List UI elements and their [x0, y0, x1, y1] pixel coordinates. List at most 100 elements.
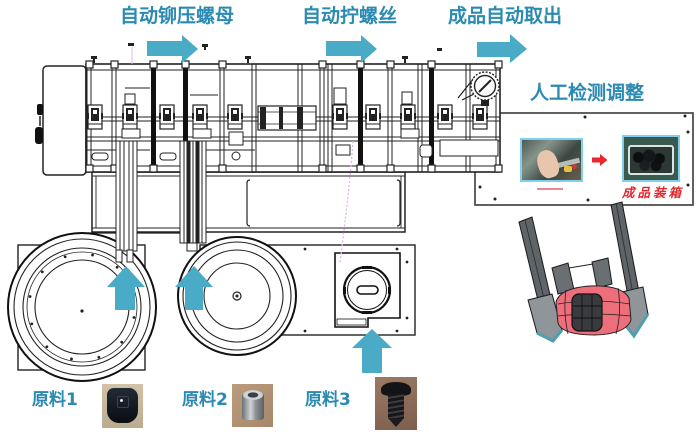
panel-bolt: [586, 198, 590, 202]
frame-node: [218, 60, 227, 69]
material-label-3: 原料3: [305, 390, 351, 410]
material-photo-clip: [102, 384, 143, 428]
frame-node: [494, 164, 503, 173]
screw-tip: [388, 418, 404, 427]
process-station: [332, 104, 348, 130]
feeder-tube-1: [115, 140, 138, 263]
photo-hand: [534, 147, 562, 180]
plate-bolt: [395, 329, 399, 333]
screw-thread: [388, 394, 404, 418]
plate-bolt: [405, 260, 409, 264]
frame-node: [149, 164, 158, 173]
arrow-up-icon: [107, 266, 145, 310]
bowl-track-bolt: [115, 265, 119, 269]
vibratory-bowl-feeder-2: [177, 236, 297, 356]
material-label-2: 原料2: [182, 390, 228, 410]
left-cover: [42, 65, 87, 176]
frame-node: [356, 60, 365, 69]
nut-body: [242, 393, 264, 420]
material-photo-screw: [375, 377, 417, 430]
gripper-with-product: [518, 201, 650, 343]
step-label-screw-driving: 自动拧螺丝: [302, 5, 398, 27]
photo-detail: [564, 166, 572, 172]
process-station: [227, 104, 243, 130]
frame-node: [427, 60, 436, 69]
process-station: [87, 104, 103, 130]
clip-part: [107, 388, 138, 423]
bowl-track-bolt: [45, 345, 49, 349]
panel-bolt: [686, 130, 690, 134]
bowl-track-bolt: [120, 340, 124, 344]
process-station: [472, 104, 488, 130]
panel-bolt: [683, 114, 687, 118]
material-photo-hex-nut: [232, 384, 273, 427]
feeder-tube-2: [179, 140, 207, 252]
finished-products-crate-photo: [622, 135, 680, 182]
cable-wire: [339, 140, 354, 265]
step-label-auto-unload: 成品自动取出: [448, 5, 563, 27]
top-markers: [91, 43, 442, 63]
panel-bolt: [583, 115, 587, 119]
frame-node: [110, 60, 119, 69]
bowl-track-bolt: [30, 322, 34, 326]
bowl-track-bolt: [28, 295, 32, 298]
plate-bolt: [303, 247, 307, 251]
bowl-track-bolt: [63, 255, 67, 259]
manual-station-label: 人工检测调整: [530, 82, 645, 104]
nut-thread-hole: [243, 390, 263, 400]
panel-bolt: [493, 197, 497, 201]
bowl-track-bolt: [91, 253, 94, 257]
step-label-rivet-nut: 自动铆压螺母: [120, 5, 235, 27]
bowl-track-bolt: [132, 316, 136, 319]
packing-caption: 成品装箱: [622, 185, 685, 200]
clip-hole: [117, 396, 129, 408]
frame-post-solid: [183, 66, 188, 170]
photo-caption-mark: [537, 188, 563, 190]
panel-bolt: [686, 183, 690, 187]
screw-feeder: [334, 252, 401, 328]
material-label-1: 原料1: [32, 390, 78, 410]
bowl-track-bolt: [97, 355, 101, 359]
frame-node: [318, 60, 327, 69]
frame-post-solid: [358, 66, 363, 170]
product-insert: [571, 293, 603, 332]
process-station: [122, 104, 138, 130]
bowl-track-bolt: [70, 357, 73, 361]
frame-post-solid: [151, 66, 156, 170]
arrow-right-icon: [147, 35, 198, 63]
frame-node: [181, 60, 190, 69]
arrow-up-icon: [352, 329, 392, 373]
screw-head: [381, 382, 411, 396]
process-station: [159, 104, 175, 130]
frame-node: [318, 164, 327, 173]
arrow-right-icon: [477, 34, 527, 63]
bowl-track-bolt: [40, 270, 44, 274]
arrow-up-icon: [175, 266, 213, 310]
frame-node: [386, 60, 395, 69]
photo-detail: [572, 164, 577, 169]
frame-post-solid: [429, 66, 434, 170]
pressure-gauge: [457, 71, 500, 106]
frame-node: [356, 164, 365, 173]
left-knob: [35, 127, 43, 144]
process-station: [437, 104, 453, 130]
red-arrow-right-icon: [592, 154, 608, 166]
gripper-inner-finger: [591, 257, 613, 289]
photo-crate-box: [628, 145, 674, 175]
process-station: [400, 104, 416, 130]
manual-inspection-photo: [520, 138, 583, 182]
machine-frame: [35, 43, 503, 176]
clip-highlight: [120, 399, 123, 402]
left-knob: [37, 104, 43, 115]
process-station: [365, 104, 381, 130]
frame-node: [386, 164, 395, 173]
process-station: [192, 104, 208, 130]
frame-node: [218, 164, 227, 173]
plate-bolt: [405, 316, 409, 320]
arrow-right-icon: [326, 35, 377, 63]
frame-node: [85, 60, 94, 69]
station-plates: [91, 87, 499, 161]
frame-node: [494, 60, 503, 69]
